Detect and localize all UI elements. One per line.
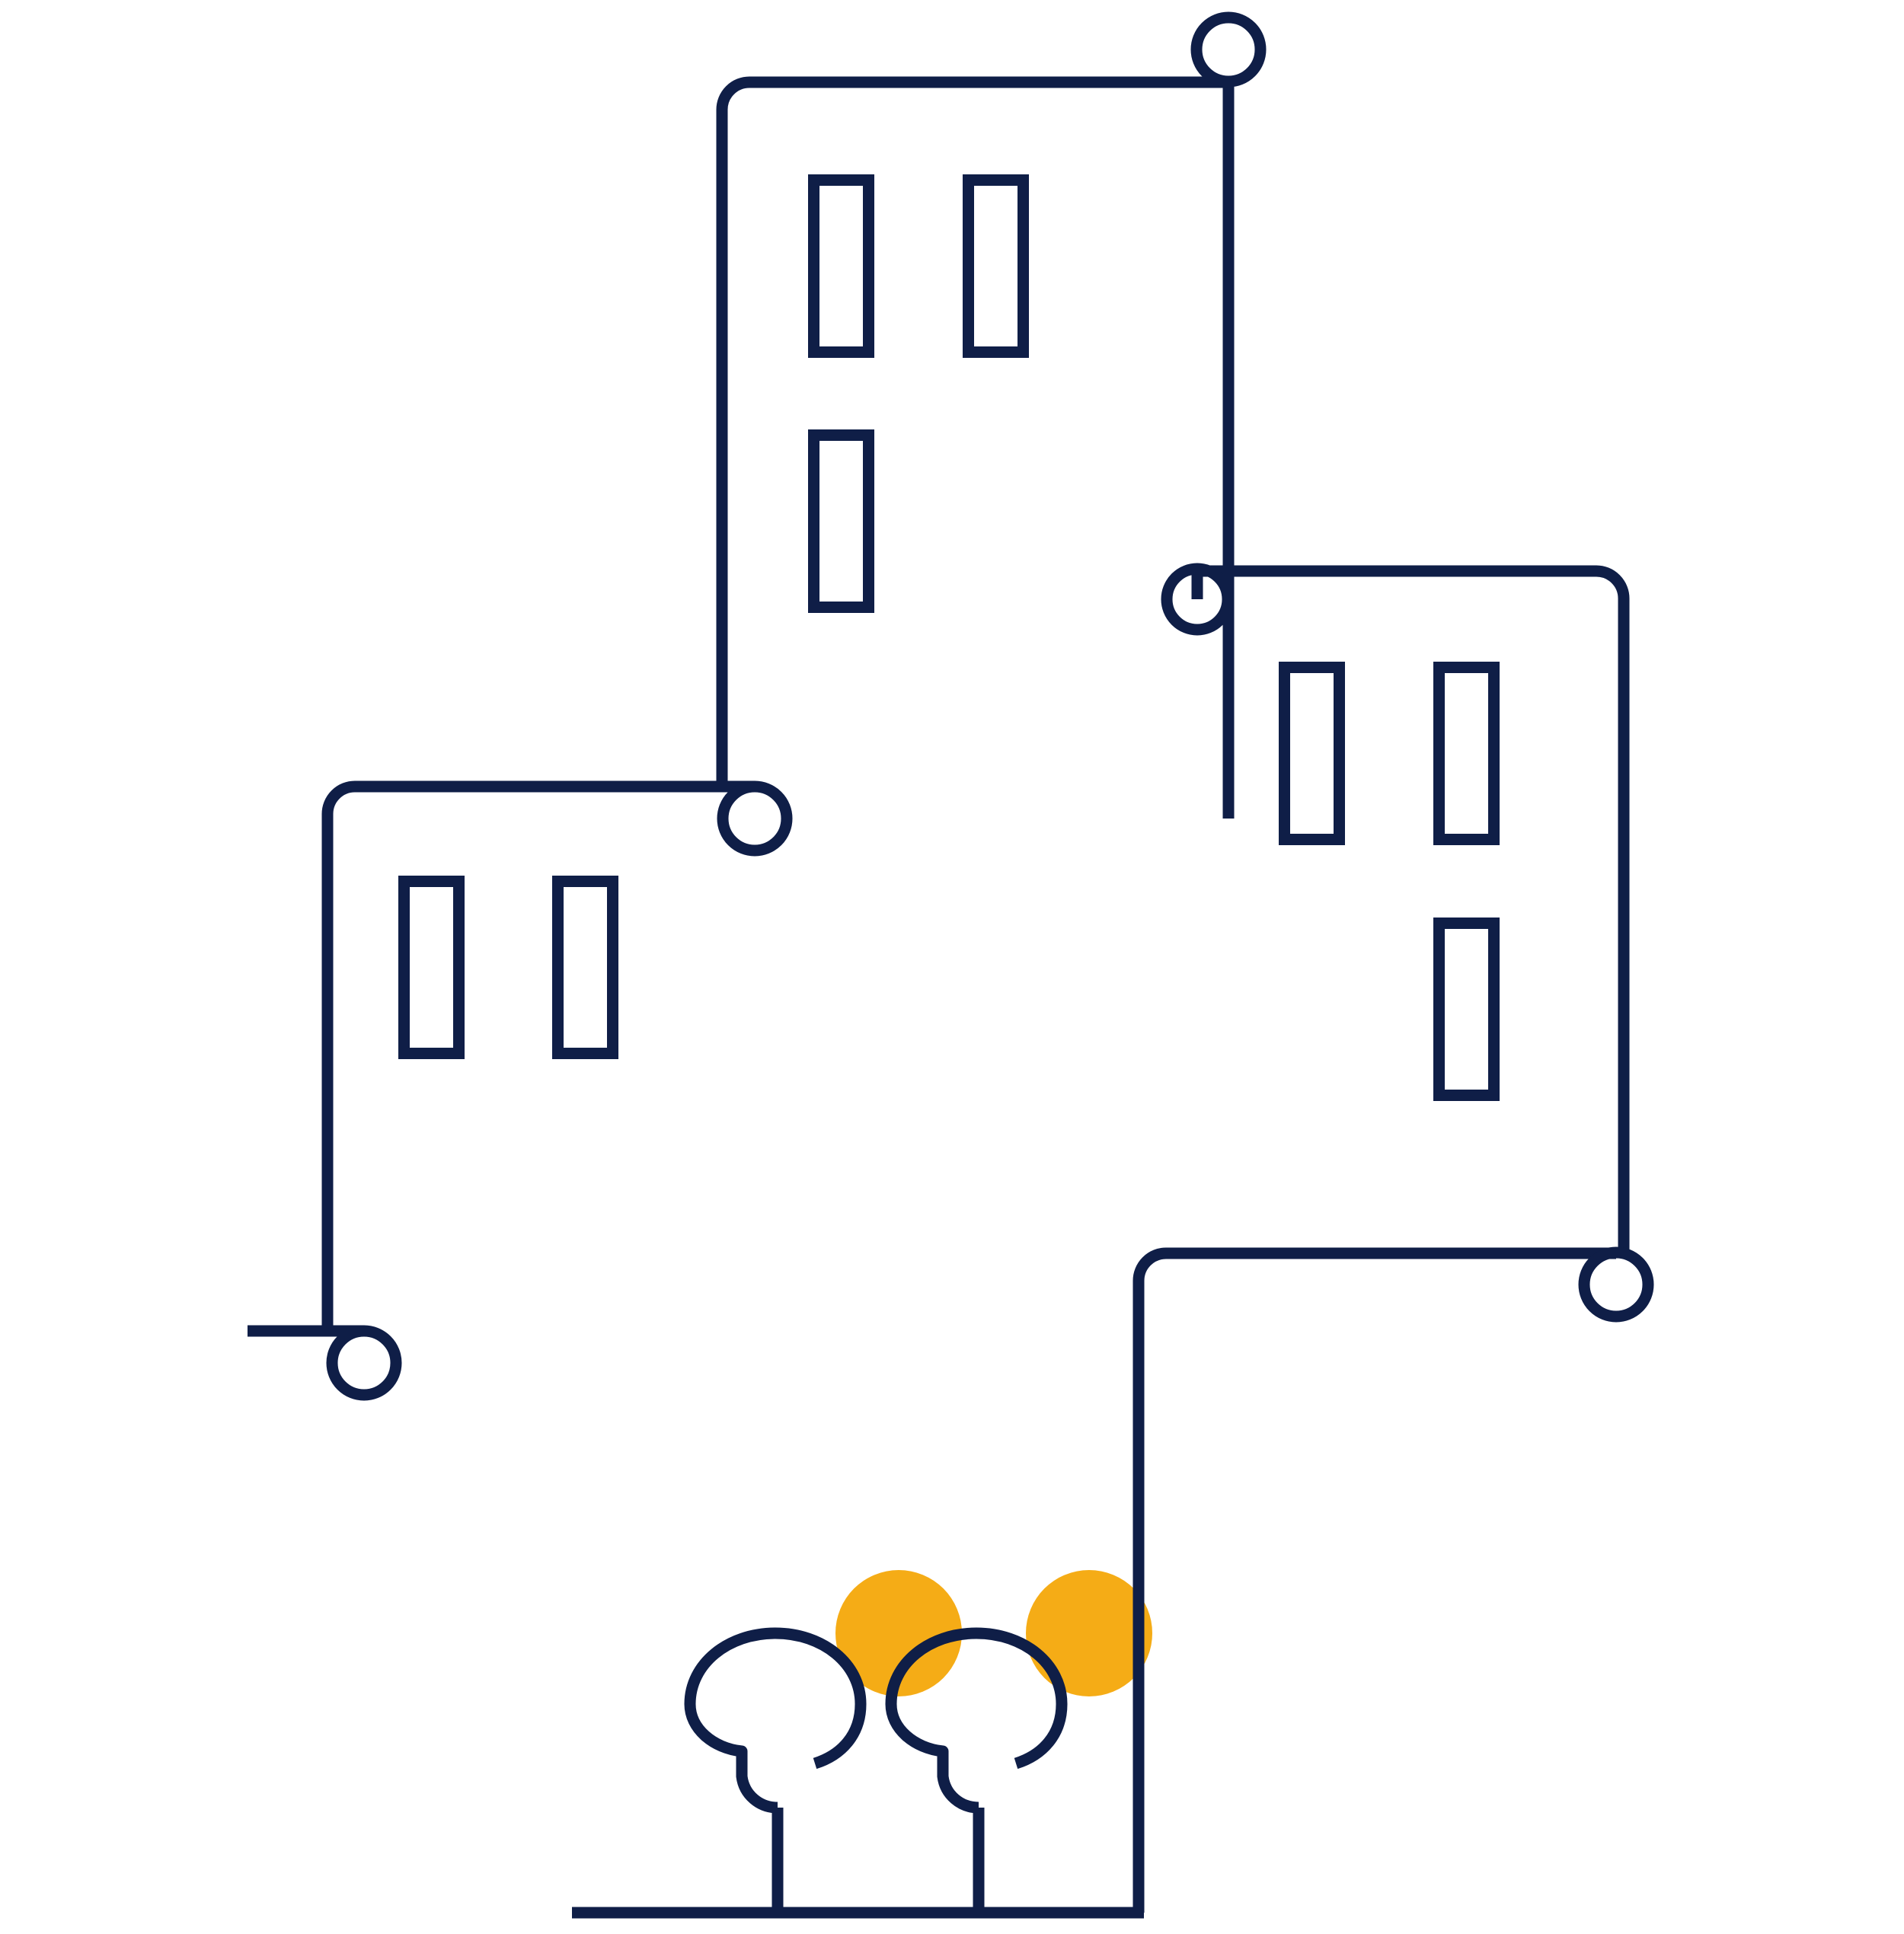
accent-circle-group xyxy=(835,1570,1152,1696)
loop-node-top-right xyxy=(1190,11,1267,88)
window-center-1 xyxy=(808,174,874,358)
left-building-outline xyxy=(321,780,755,1332)
window-right-3 xyxy=(1433,918,1500,1101)
person-left-head xyxy=(684,1627,867,1814)
tall-center-building-outline xyxy=(716,76,1235,819)
window-center-3 xyxy=(808,429,874,613)
skyline-outline-group xyxy=(248,11,1654,1919)
right-building-outline xyxy=(1191,565,1630,1255)
window-left-2 xyxy=(552,876,618,1059)
person-right-head xyxy=(885,1627,1068,1814)
foreground-building-outline xyxy=(1132,1247,1616,1913)
accent-circle-right xyxy=(1026,1570,1152,1696)
window-center-2 xyxy=(963,174,1029,358)
loop-node-bottom-left xyxy=(326,1325,402,1401)
window-right-2 xyxy=(1433,662,1500,845)
windows-group xyxy=(398,174,1500,1101)
loop-node-right-middle xyxy=(1161,563,1234,636)
loop-node-center-left xyxy=(717,780,793,857)
accent-circle-left xyxy=(835,1570,962,1696)
loop-node-right-lower xyxy=(1578,1246,1654,1323)
window-left-1 xyxy=(398,876,465,1059)
window-right-1 xyxy=(1279,662,1345,845)
